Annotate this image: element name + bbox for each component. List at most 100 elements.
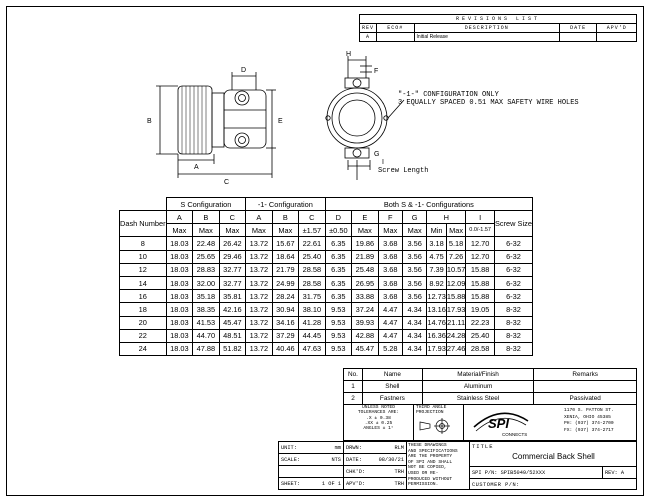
eco-header: ECO#	[376, 23, 415, 33]
parts-row-material: Aluminum	[421, 380, 535, 393]
col-f: F	[377, 209, 403, 225]
company-address: 1170 S. PATTON ST. XENIA, OHIO 45385 PH:…	[564, 408, 636, 434]
dimension-cell: 12.70	[465, 236, 495, 251]
dimension-cell: 28.58	[465, 341, 495, 357]
title-label: TITLE	[472, 443, 494, 450]
dimension-table: S Configuration -1- Configuration Both S…	[119, 197, 534, 357]
dimension-cell: 45.47	[351, 341, 379, 357]
proprietary-line: NOT BE COPIED,	[408, 465, 447, 471]
dimension-cell: 15.88	[465, 275, 495, 291]
dimension-cell: 51.82	[218, 341, 247, 357]
dimension-cell: 3.68	[377, 236, 403, 251]
dimension-cell: 22.23	[465, 315, 495, 330]
s-config-header: S Configuration	[165, 197, 247, 211]
address-line: FX: (937) 374-2717	[564, 427, 614, 433]
tolerances-box: UNLESS NOTED TOLERANCES ARE: .X ± 0.38 .…	[344, 405, 414, 440]
one-config-header: -1- Configuration	[245, 197, 326, 211]
dimension-cell: 21.79	[271, 262, 300, 277]
dimension-cell: 8.92	[426, 275, 447, 291]
dimension-cell: 35.81	[218, 289, 247, 304]
dim-label-a: A	[194, 164, 199, 171]
dimension-cell: 4.47	[377, 315, 403, 330]
date-value: 08/30/21	[378, 456, 404, 463]
dimension-cell: 3.68	[377, 289, 403, 304]
dimension-cell: 6.35	[324, 236, 353, 251]
dim-label-d: D	[241, 67, 246, 74]
dimension-cell: 5.18	[445, 236, 467, 251]
dimension-cell: 33.88	[351, 289, 379, 304]
description-cell: Initial Release	[413, 32, 560, 42]
parts-name-header: Name	[361, 368, 423, 381]
dimension-cell: 26.95	[351, 275, 379, 291]
dimension-cell: 8-32	[493, 341, 534, 357]
dimension-cell: 18.03	[165, 289, 194, 304]
dash-number-cell: 20	[119, 315, 167, 330]
apvd-cell	[596, 32, 637, 42]
unit-scale-sheet-block: UNIT: mm SCALE: NTS SHEET: 1 OF 1	[278, 441, 344, 490]
dimension-cell: 6-32	[493, 249, 534, 264]
dash-number-cell: 14	[119, 275, 167, 291]
end-view-bore	[338, 99, 376, 137]
dimension-cell: 28.24	[271, 289, 300, 304]
dimension-cell: 41.28	[298, 315, 326, 330]
tolerance-cell: Max	[192, 223, 220, 238]
dim-label-e: E	[278, 118, 283, 125]
dimension-cell: 48.51	[218, 328, 247, 343]
title-section: TITLE Commercial Back Shell SPI P/N: SPI…	[470, 441, 637, 490]
proprietary-line: PERMISSION.	[408, 482, 439, 488]
dimension-cell: 12.73	[426, 289, 447, 304]
logo-subtext: CONNECTS	[502, 432, 527, 437]
tolerance-cell: ±0.50	[324, 223, 353, 238]
address-line: XENIA, OHIO 45385	[564, 414, 611, 420]
spi-logo: SPI CONNECTS	[466, 407, 536, 439]
knurled-nut	[177, 85, 213, 155]
dimension-cell: 30.94	[271, 302, 300, 317]
dimension-cell: 29.46	[218, 249, 247, 264]
dimension-cell: 42.16	[218, 302, 247, 317]
dash-number-cell: 24	[119, 341, 167, 357]
dimension-cell: 17.93	[426, 341, 447, 357]
clamp-screw-bottom	[234, 132, 250, 148]
apvd-label: APV'D:	[346, 480, 366, 487]
date-label: DATE:	[346, 456, 362, 463]
dash-number-header: Dash Number	[119, 209, 167, 238]
dimension-cell: 3.56	[401, 249, 428, 264]
tolerance-cell: Max	[351, 223, 379, 238]
dimension-cell: 28.83	[192, 262, 220, 277]
col-c-s: C	[218, 209, 247, 225]
drwn-label: DRWN:	[346, 444, 362, 451]
dimension-cell: 32.00	[192, 275, 220, 291]
date-header: DATE	[558, 23, 598, 33]
tolerance-cell: Max	[445, 223, 467, 238]
customer-pn-label: CUSTOMER P/N:	[472, 482, 520, 488]
dimension-cell: 22.48	[192, 236, 220, 251]
dimension-cell: 25.65	[192, 249, 220, 264]
dimension-cell: 22.61	[298, 236, 326, 251]
dimension-cell: 26.42	[218, 236, 247, 251]
dimension-cell: 3.56	[401, 236, 428, 251]
dimension-cell: 27.46	[445, 341, 467, 357]
dimension-cell: 18.03	[165, 302, 194, 317]
dimension-cell: 13.72	[245, 289, 273, 304]
end-view-outer	[326, 87, 388, 149]
dimension-cell: 4.75	[426, 249, 447, 264]
dimension-cell: 13.16	[426, 302, 447, 317]
dimension-cell: 38.10	[298, 302, 326, 317]
dimension-cell: 12.70	[465, 249, 495, 264]
description-header: DESCRIPTION	[413, 23, 560, 33]
dimension-cell: 3.18	[426, 236, 447, 251]
note-line2: 3 EQUALLY SPACED 0.51 MAX SAFETY WIRE HO…	[398, 99, 579, 107]
tolerance-line: .XX ± 0.25	[364, 420, 393, 426]
parts-row-remarks: Passivated	[533, 392, 637, 405]
dim-label-g: G	[374, 151, 379, 158]
proprietary-line: AND SPECIFICATIONS	[408, 448, 458, 454]
dimension-cell: 18.03	[165, 341, 194, 357]
dimension-cell: 12.09	[445, 275, 467, 291]
dimension-cell: 18.03	[165, 315, 194, 330]
dimension-cell: 24.28	[445, 328, 467, 343]
